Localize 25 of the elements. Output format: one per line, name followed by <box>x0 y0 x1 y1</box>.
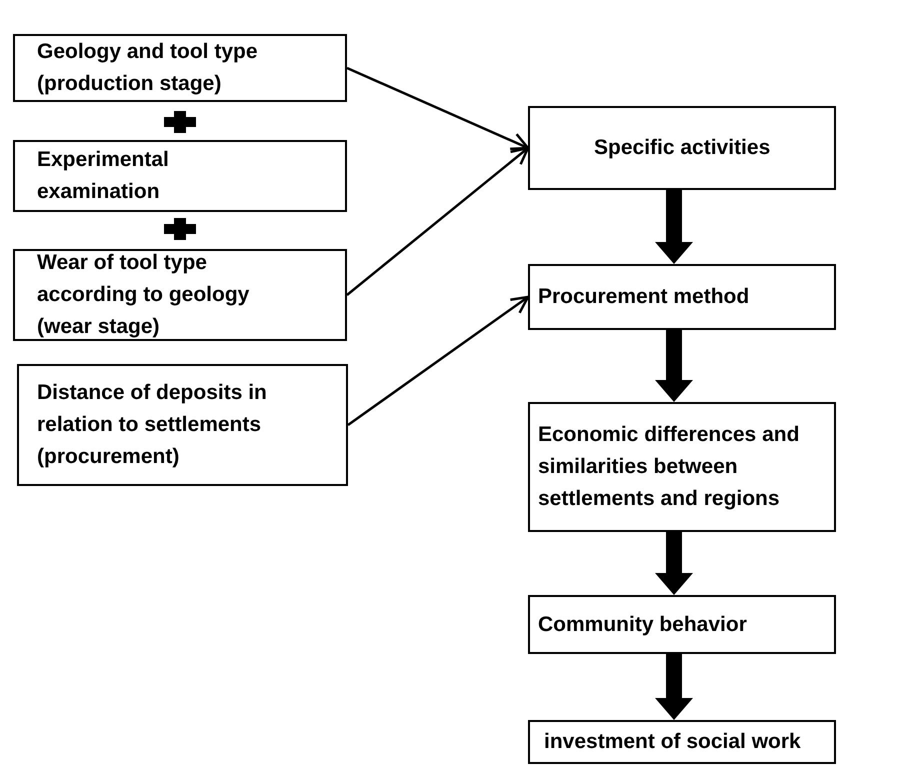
block-arrow <box>655 654 693 720</box>
box-label: investment of social work <box>544 729 802 755</box>
process-box <box>13 34 347 102</box>
block-arrow <box>655 330 693 402</box>
box-label: Distance of deposits in relation to settlements (procurement) <box>37 380 268 470</box>
process-box <box>528 402 836 532</box>
arrow <box>346 146 530 296</box>
process-box <box>17 364 348 486</box>
process-box <box>528 720 836 764</box>
box-label: Experimental examination <box>37 147 170 205</box>
process-box <box>528 106 836 190</box>
box-label: Geology and tool type (production stage) <box>37 39 259 97</box>
box-label: Specific activities <box>594 135 772 161</box>
box-label: Procurement method <box>538 284 750 310</box>
box-label: Community behavior <box>538 612 748 638</box>
process-box <box>13 140 347 212</box>
block-arrow <box>655 532 693 595</box>
block-arrow <box>655 190 693 264</box>
box-label: Economic differences and similarities between settlements and regions <box>538 422 800 512</box>
process-box <box>13 249 347 341</box>
process-box <box>528 595 836 654</box>
box-label: Wear of tool type according to geology (wear stage) <box>37 250 250 340</box>
process-box <box>528 264 836 330</box>
arrow <box>346 66 530 150</box>
arrow <box>347 296 530 426</box>
